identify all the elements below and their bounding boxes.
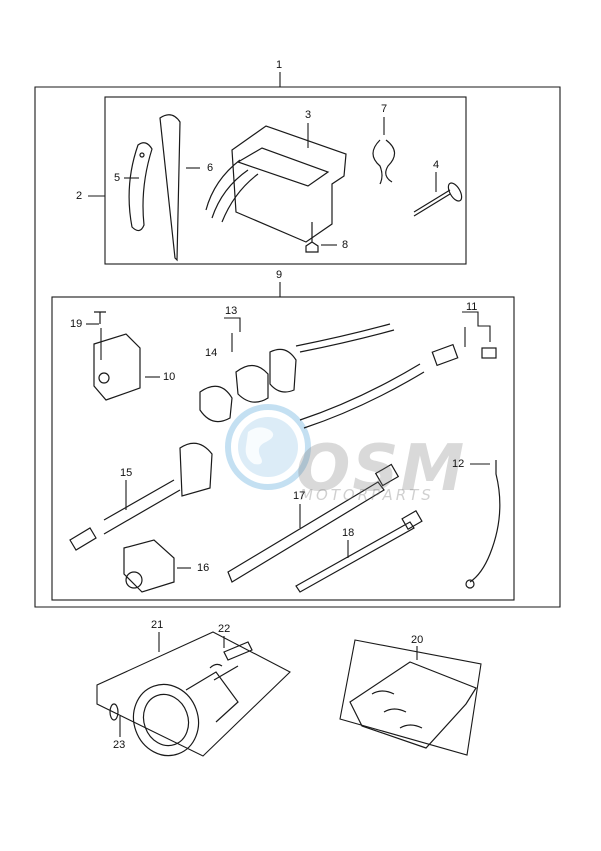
- callout-7: 7: [381, 103, 388, 115]
- lower-box: [51, 296, 515, 601]
- callout-8: 8: [342, 239, 349, 251]
- connector-14: [199, 385, 233, 423]
- sensor-probe: [179, 442, 213, 497]
- callout-2: 2: [76, 190, 83, 202]
- cable-tie-short: [295, 521, 415, 593]
- callout-13: 13: [225, 305, 238, 317]
- parts-bag: [349, 661, 477, 749]
- bracket-strap: [128, 142, 153, 232]
- long-pin: [159, 114, 181, 262]
- callout-22: 22: [218, 623, 231, 635]
- cable-clamp: [93, 333, 141, 401]
- callout-14: 14: [205, 347, 218, 359]
- callout-9: 9: [276, 269, 283, 281]
- callout-17: 17: [293, 490, 306, 502]
- ground-wire: [469, 460, 501, 583]
- hex-bolt: [305, 222, 319, 253]
- callout-15: 15: [120, 467, 133, 479]
- callout-19: 19: [70, 318, 83, 330]
- screw: [94, 311, 106, 324]
- upper-box: [104, 96, 467, 265]
- watermark-subtitle: MOTORPARTS: [300, 486, 434, 504]
- regulator: [231, 125, 347, 243]
- callout-23: 23: [113, 739, 126, 751]
- bag-box: [339, 639, 482, 756]
- callout-20: 20: [411, 634, 424, 646]
- callout-3: 3: [305, 109, 312, 121]
- wire-clip: [372, 139, 396, 185]
- callout-4: 4: [433, 159, 440, 171]
- watermark-globe: [225, 404, 311, 490]
- callout-10: 10: [163, 371, 176, 383]
- gauge-kit-box: [96, 631, 291, 757]
- cable-tie-long: [227, 481, 385, 583]
- pin-bolt: [413, 189, 451, 217]
- gauge-body: [132, 683, 200, 757]
- callout-5: 5: [114, 172, 121, 184]
- callout-11: 11: [466, 301, 478, 313]
- callout-1: 1: [276, 59, 283, 71]
- outer-frame: [34, 72, 561, 608]
- callout-18: 18: [342, 527, 355, 539]
- wire-harness: [299, 363, 425, 429]
- grommet: [123, 539, 175, 593]
- callout-6: 6: [207, 162, 214, 174]
- callout-21: 21: [151, 619, 164, 631]
- callout-16: 16: [197, 562, 210, 574]
- watermark-brand: OSM: [296, 432, 467, 506]
- bulb-socket: [223, 641, 253, 661]
- callout-12: 12: [452, 458, 465, 470]
- bulb: [109, 703, 119, 721]
